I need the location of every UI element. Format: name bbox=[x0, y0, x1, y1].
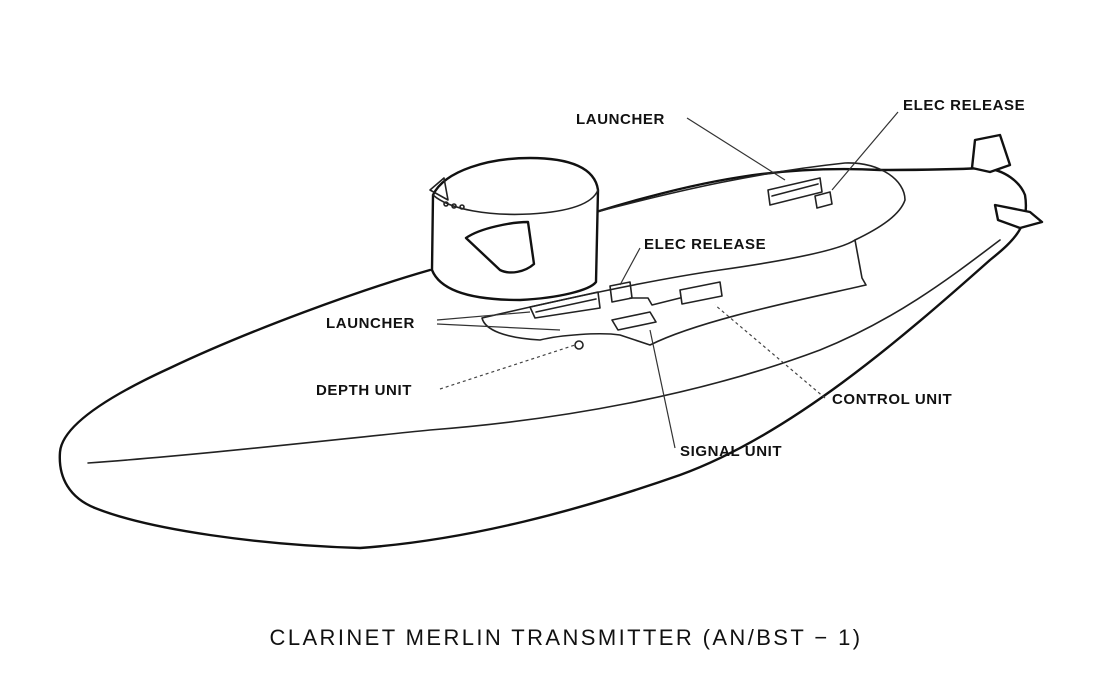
leader-elec-release-fwd bbox=[619, 247, 641, 286]
leader-signal-unit bbox=[649, 329, 676, 449]
hull-outline bbox=[58, 166, 1028, 550]
launcher-fwd-inner bbox=[535, 298, 597, 313]
leader-launcher-fwd-2 bbox=[436, 323, 561, 331]
compartment-outline bbox=[481, 239, 867, 346]
signal-unit-box bbox=[611, 311, 657, 331]
sail-port-1 bbox=[443, 201, 449, 207]
label-depth-unit: DEPTH UNIT bbox=[316, 382, 412, 399]
elec-release-aft-box bbox=[814, 191, 833, 209]
launcher-fwd-box bbox=[529, 291, 601, 319]
leader-launcher-aft bbox=[686, 117, 786, 181]
rudder-fin bbox=[970, 133, 1012, 174]
sail-port-3 bbox=[459, 204, 465, 210]
label-elec-release-fwd: ELEC RELEASE bbox=[644, 236, 766, 253]
control-unit-box bbox=[679, 281, 723, 305]
sail-front-fin bbox=[429, 177, 449, 201]
leader-elec-release-aft bbox=[831, 111, 899, 191]
depth-unit-marker bbox=[574, 340, 584, 350]
hull-deck-line bbox=[87, 239, 1001, 464]
stern-plane bbox=[993, 203, 1044, 230]
leader-launcher-fwd-1 bbox=[436, 311, 531, 321]
label-launcher-aft: LAUNCHER bbox=[576, 111, 665, 128]
sail-port-2 bbox=[451, 203, 457, 209]
labels: LAUNCHER ELEC RELEASE ELEC RELEASE LAUNC… bbox=[316, 97, 1025, 460]
launcher-aft-box bbox=[767, 177, 823, 206]
aft-deck-outline bbox=[595, 162, 906, 241]
diagram-caption: CLARINET MERLIN TRANSMITTER (AN/BST − 1) bbox=[270, 625, 863, 650]
leader-lines bbox=[436, 111, 899, 449]
sail-dive-plane bbox=[464, 220, 536, 274]
components bbox=[529, 177, 833, 350]
stern bbox=[970, 133, 1044, 230]
label-elec-release-aft: ELEC RELEASE bbox=[903, 97, 1025, 114]
label-signal-unit: SIGNAL UNIT bbox=[680, 443, 782, 460]
cable-run bbox=[629, 297, 681, 306]
leader-control-unit bbox=[714, 304, 826, 399]
sail bbox=[429, 156, 600, 302]
launcher-aft-inner bbox=[771, 183, 819, 197]
label-launcher-fwd: LAUNCHER bbox=[326, 315, 415, 332]
label-control-unit: CONTROL UNIT bbox=[832, 391, 952, 408]
submarine-hull bbox=[58, 162, 1028, 550]
